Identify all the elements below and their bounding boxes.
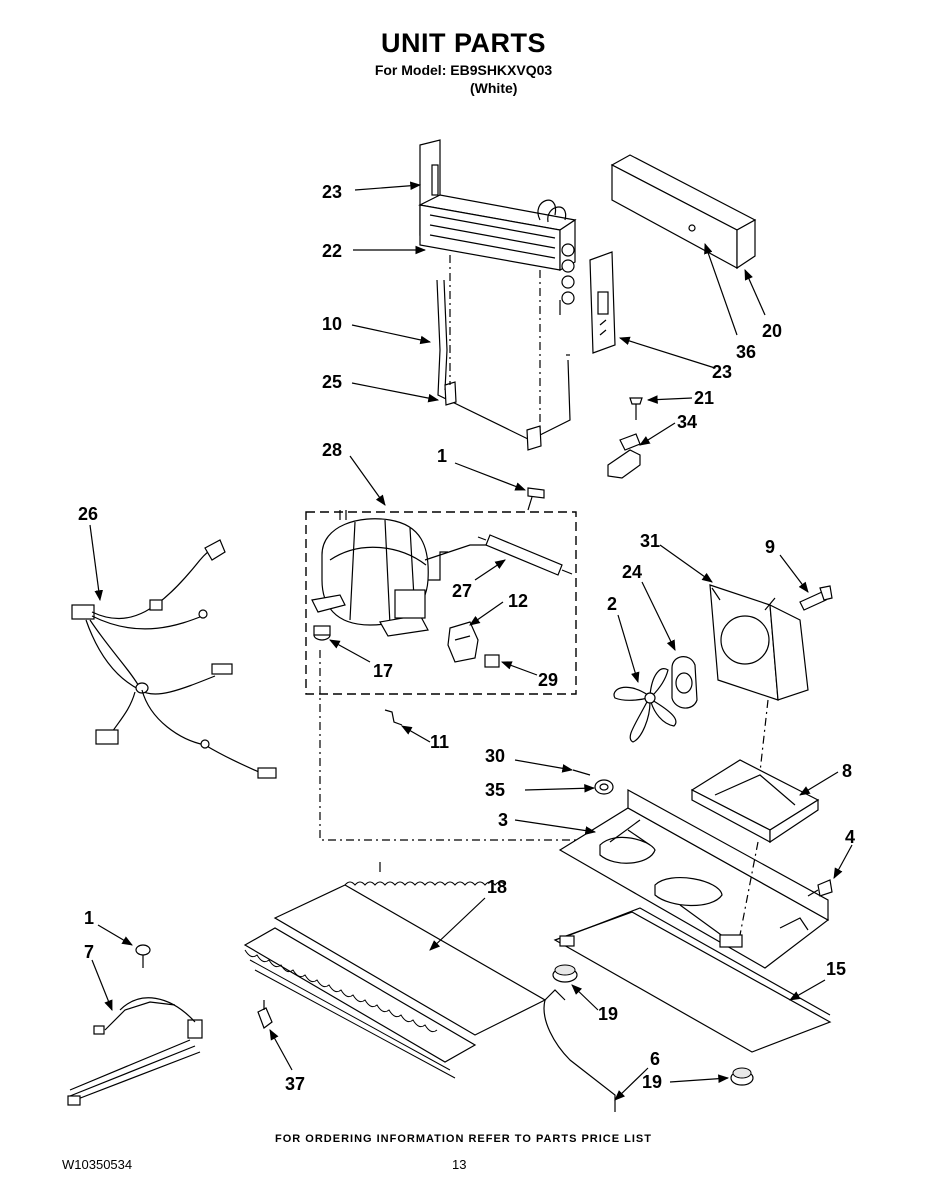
callout-29: 29 [538, 670, 558, 690]
compressor [311, 510, 500, 637]
wiring-7 [67, 997, 203, 1106]
compressor-grommet [313, 625, 331, 641]
callout-7: 7 [84, 942, 94, 962]
callout-36: 36 [736, 342, 756, 362]
callout-17: 17 [373, 661, 393, 681]
model-number: For Model: EB9SHKXVQ03 [374, 62, 553, 78]
rod-6 [543, 999, 616, 1112]
callout-11: 11 [430, 732, 449, 752]
foot-19-upper [552, 964, 578, 983]
callout-1-bottom: 1 [84, 908, 94, 928]
page-title: UNIT PARTS [381, 28, 546, 58]
fan-shroud [709, 584, 809, 701]
defrost-heater [436, 255, 571, 451]
condenser [243, 862, 547, 1079]
screw-9 [799, 585, 833, 611]
callout-28: 28 [322, 440, 342, 460]
fan-blade [613, 668, 677, 743]
tube-30 [572, 769, 591, 776]
screw-21 [629, 397, 643, 420]
ordering-note: FOR ORDERING INFORMATION REFER TO PARTS … [275, 1133, 652, 1145]
tray-leader-line [739, 841, 759, 936]
start-relay [447, 621, 479, 663]
callout-2: 2 [607, 594, 617, 614]
callout-4: 4 [845, 827, 855, 847]
callout-26: 26 [78, 504, 98, 524]
page-number: 13 [452, 1157, 467, 1172]
clip-37 [257, 1000, 273, 1029]
callout-6: 6 [650, 1049, 660, 1069]
screw-1-top [527, 487, 545, 511]
screw-4 [807, 879, 833, 897]
model-color: (White) [470, 80, 518, 96]
evaporator [418, 139, 577, 315]
leader-arrows [89, 181, 853, 1101]
callout-1: 1 [437, 446, 447, 466]
callout-21: 21 [694, 388, 714, 408]
evaporator-cover [610, 154, 757, 270]
callout-18: 18 [487, 877, 507, 897]
fan-motor [671, 656, 698, 709]
evaporator-side-bracket [589, 251, 616, 354]
callout-15: 15 [826, 959, 846, 979]
callout-12: 12 [508, 591, 528, 611]
callout-10: 10 [322, 314, 342, 334]
clip-34 [607, 433, 641, 479]
callout-37: 37 [285, 1074, 305, 1094]
callout-22: 22 [322, 241, 342, 261]
callout-23: 23 [322, 182, 342, 202]
callout-34: 34 [677, 412, 697, 432]
bottom-panel [553, 907, 832, 1053]
callout-20: 20 [762, 321, 782, 341]
relay-cover [484, 654, 500, 668]
callout-35: 35 [485, 780, 505, 800]
document-number: W10350534 [62, 1157, 133, 1172]
callout-27: 27 [452, 581, 472, 601]
grommet-35 [594, 779, 614, 795]
callout-24: 24 [622, 562, 642, 582]
callout-23-side: 23 [712, 362, 732, 382]
callout-31: 31 [640, 531, 660, 551]
callout-19-lower: 19 [642, 1072, 662, 1092]
tray-8 [690, 759, 820, 844]
callout-3: 3 [498, 810, 508, 830]
base-pan [558, 788, 830, 969]
callout-19: 19 [598, 1004, 618, 1024]
callout-25: 25 [322, 372, 342, 392]
callout-9: 9 [765, 537, 775, 557]
filter-drier [477, 534, 573, 576]
screw-1-bottom [135, 944, 151, 968]
wire-harness [71, 539, 277, 779]
callout-8: 8 [842, 761, 852, 781]
rod-6-hook [544, 989, 566, 1001]
callout-30: 30 [485, 746, 505, 766]
foot-19-lower [730, 1067, 754, 1086]
tubing-11 [384, 709, 403, 726]
compressor-assembly-outline [305, 511, 577, 695]
